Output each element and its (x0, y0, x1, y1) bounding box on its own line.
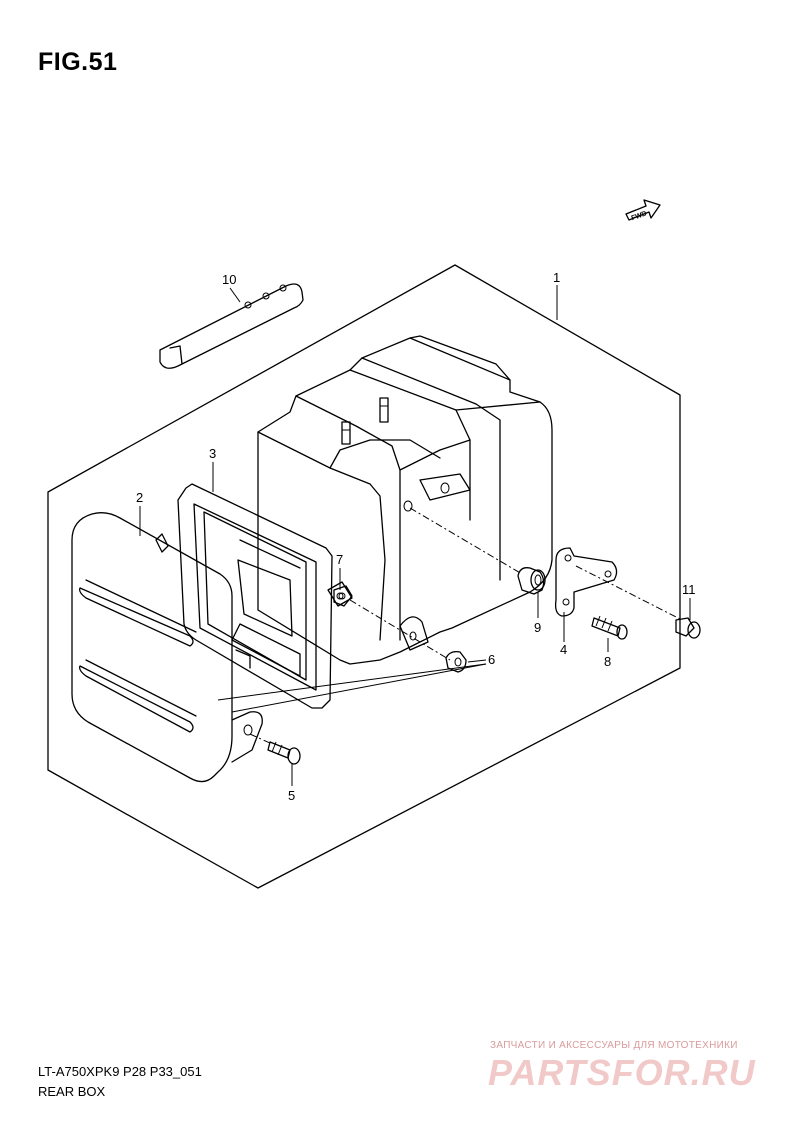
part-1-rear-box (257, 335, 553, 665)
callout-3: 3 (209, 446, 216, 461)
part-3-gasket (177, 483, 333, 709)
assembly-line-hole-to-grommet (409, 507, 523, 575)
figure-model-code: LT-A750XPK9 P28 P33_051 (38, 1064, 202, 1079)
watermark-tagline: ЗАПЧАСТИ И АКСЕССУАРЫ ДЛЯ МОТОТЕХНИКИ (490, 1040, 738, 1051)
part-11-bolt (675, 617, 701, 639)
part-8-screw (591, 615, 628, 640)
part-9-grommet (517, 567, 546, 595)
callout-leaders (139, 285, 691, 786)
figure-title: FIG.51 (38, 48, 118, 76)
part-10-handle (159, 283, 304, 369)
fwd-label: FWD (630, 210, 647, 222)
callout-9: 9 (534, 620, 541, 635)
part-7-nut (333, 585, 353, 607)
callout-1: 1 (553, 270, 560, 285)
callout-4: 4 (560, 642, 567, 657)
callout-2: 2 (136, 490, 143, 505)
assembly-line-lid-to-screw (249, 733, 273, 745)
part-4-plate (554, 547, 618, 617)
part-6-bushing (445, 650, 467, 673)
callout-8: 8 (604, 654, 611, 669)
fwd-arrow-icon: FWD (625, 199, 661, 222)
watermark-logo: PARTSFOR.RU (488, 1052, 756, 1093)
callout-10: 10 (222, 272, 236, 287)
callout-7: 7 (336, 552, 343, 567)
callout-11: 11 (682, 582, 696, 597)
callout-5: 5 (288, 788, 295, 803)
part-5-screw (267, 741, 301, 765)
part-2-lid (71, 512, 263, 783)
assembly-outline (47, 264, 681, 889)
assembly-line-nut-to-bushing (349, 599, 451, 661)
figure-name: REAR BOX (38, 1084, 106, 1099)
callout-6: 6 (488, 652, 495, 667)
assembly-line-plate-to-bolt (575, 565, 683, 621)
